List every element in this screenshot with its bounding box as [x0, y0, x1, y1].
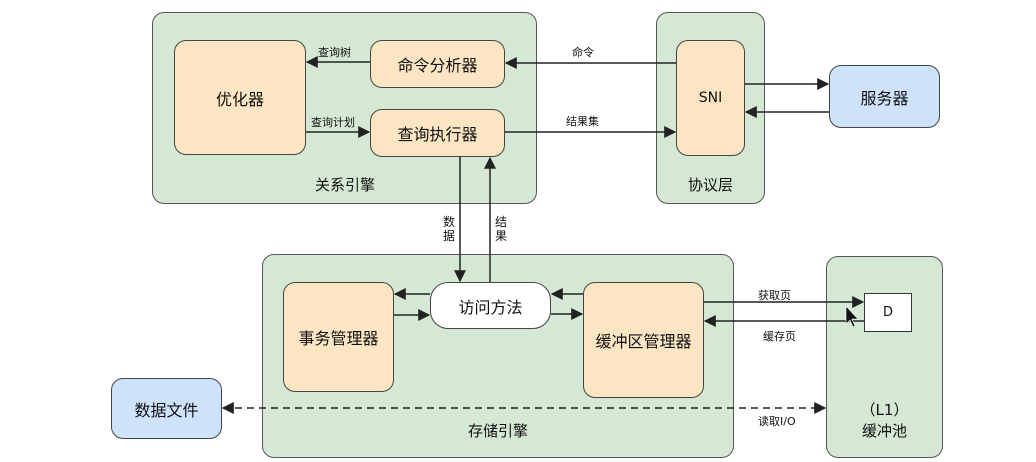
- buffer-pool-id: （L1）: [860, 401, 909, 419]
- edge-label-cache-page: 缓存页: [763, 330, 796, 343]
- buffer-pool-label: 缓冲池: [861, 422, 907, 440]
- page-d-node[interactable]: D: [864, 293, 912, 332]
- edge-label-query-tree: 查询树: [318, 46, 351, 59]
- edge-label-get-page: 获取页: [758, 289, 791, 302]
- buffer-manager-node[interactable]: 缓冲区管理器: [583, 282, 704, 398]
- access-methods-node[interactable]: 访问方法: [430, 282, 551, 329]
- transaction-manager-node[interactable]: 事务管理器: [283, 282, 394, 392]
- edge-label-result-set: 结果集: [566, 115, 599, 128]
- edge-label-data: 数据: [442, 215, 455, 243]
- edge-label-query-plan: 查询计划: [311, 116, 355, 129]
- query-executor-node[interactable]: 查询执行器: [370, 109, 505, 157]
- optimizer-node[interactable]: 优化器: [174, 40, 306, 155]
- storage-engine-label: 存储引擎: [467, 422, 528, 440]
- protocol-layer-label: 协议层: [687, 176, 733, 194]
- command-parser-node[interactable]: 命令分析器: [370, 40, 505, 88]
- edge-label-result: 结果: [494, 215, 507, 243]
- server-node[interactable]: 服务器: [829, 65, 940, 128]
- data-file-node[interactable]: 数据文件: [111, 378, 222, 439]
- relational-engine-label: 关系引擎: [314, 176, 375, 194]
- cursor-icon: [845, 305, 859, 328]
- sni-node[interactable]: SNI: [676, 40, 745, 156]
- edge-label-read-io: 读取I/O: [758, 415, 796, 428]
- buffer-pool-panel: [826, 256, 943, 458]
- edge-label-command: 命令: [572, 46, 594, 59]
